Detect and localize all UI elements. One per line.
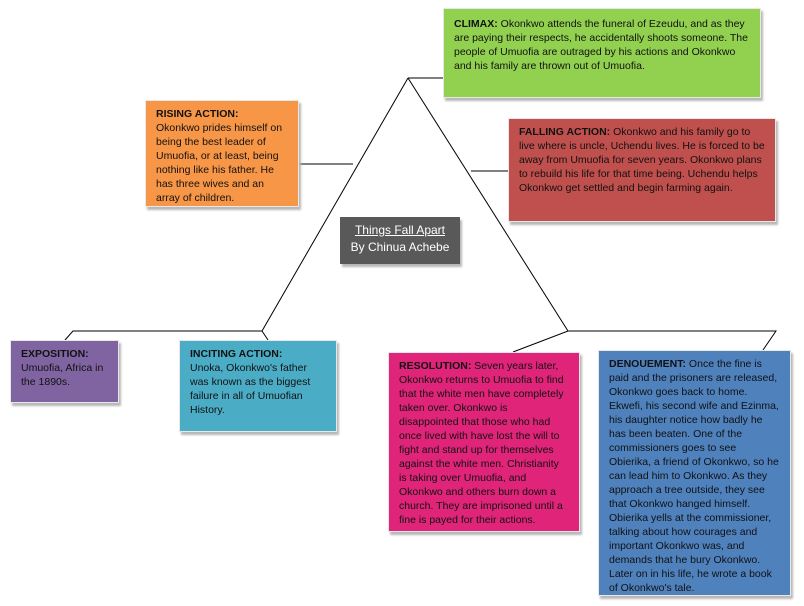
- exposition-label: EXPOSITION:: [21, 348, 89, 360]
- resolution-connector: [512, 330, 777, 353]
- inciting-action-label: INCITING ACTION:: [190, 348, 283, 360]
- resolution-label: RESOLUTION:: [399, 360, 472, 372]
- falling-action-text: Okonkwo and his family go to live where …: [519, 126, 765, 194]
- inciting-action-text: Unoka, Okonkwo's father was known as the…: [190, 362, 311, 416]
- exposition-connector: [64, 330, 269, 341]
- exposition-text: Umuofia, Africa in the 1890s.: [21, 362, 104, 388]
- falling-action-label: FALLING ACTION:: [519, 126, 611, 138]
- book-author: By Chinua Achebe: [350, 240, 450, 254]
- resolution-text: Seven years later, Okonkwo returns to Um…: [399, 360, 564, 526]
- triangle-left-side: [261, 77, 409, 332]
- exposition-box: EXPOSITION: Umuofia, Africa in the 1890s.: [10, 340, 119, 403]
- triangle-right-side: [407, 77, 569, 332]
- book-title: Things Fall Apart: [354, 223, 446, 237]
- denouement-label: DENOUEMENT:: [609, 358, 687, 370]
- denouement-box: DENOUEMENT: Once the fine is paid and th…: [598, 350, 791, 596]
- denouement-text: Once the fine is paid and the prisoners …: [609, 358, 779, 594]
- title-box: Things Fall Apart By Chinua Achebe: [340, 217, 460, 264]
- resolution-box: RESOLUTION: Seven years later, Okonkwo r…: [388, 352, 580, 532]
- rising-action-box: RISING ACTION: Okonkwo prides himself on …: [145, 100, 299, 207]
- rising-action-text: Okonkwo prides himself on being the best…: [156, 122, 283, 204]
- inciting-action-box: INCITING ACTION: Unoka, Okonkwo's father …: [179, 340, 337, 432]
- climax-text: Okonkwo attends the funeral of Ezeudu, a…: [454, 18, 748, 72]
- climax-box: CLIMAX: Okonkwo attends the funeral of E…: [443, 8, 761, 98]
- falling-action-box: FALLING ACTION: Okonkwo and his family g…: [508, 118, 776, 222]
- rising-action-label: RISING ACTION:: [156, 108, 239, 120]
- climax-label: CLIMAX:: [454, 18, 498, 30]
